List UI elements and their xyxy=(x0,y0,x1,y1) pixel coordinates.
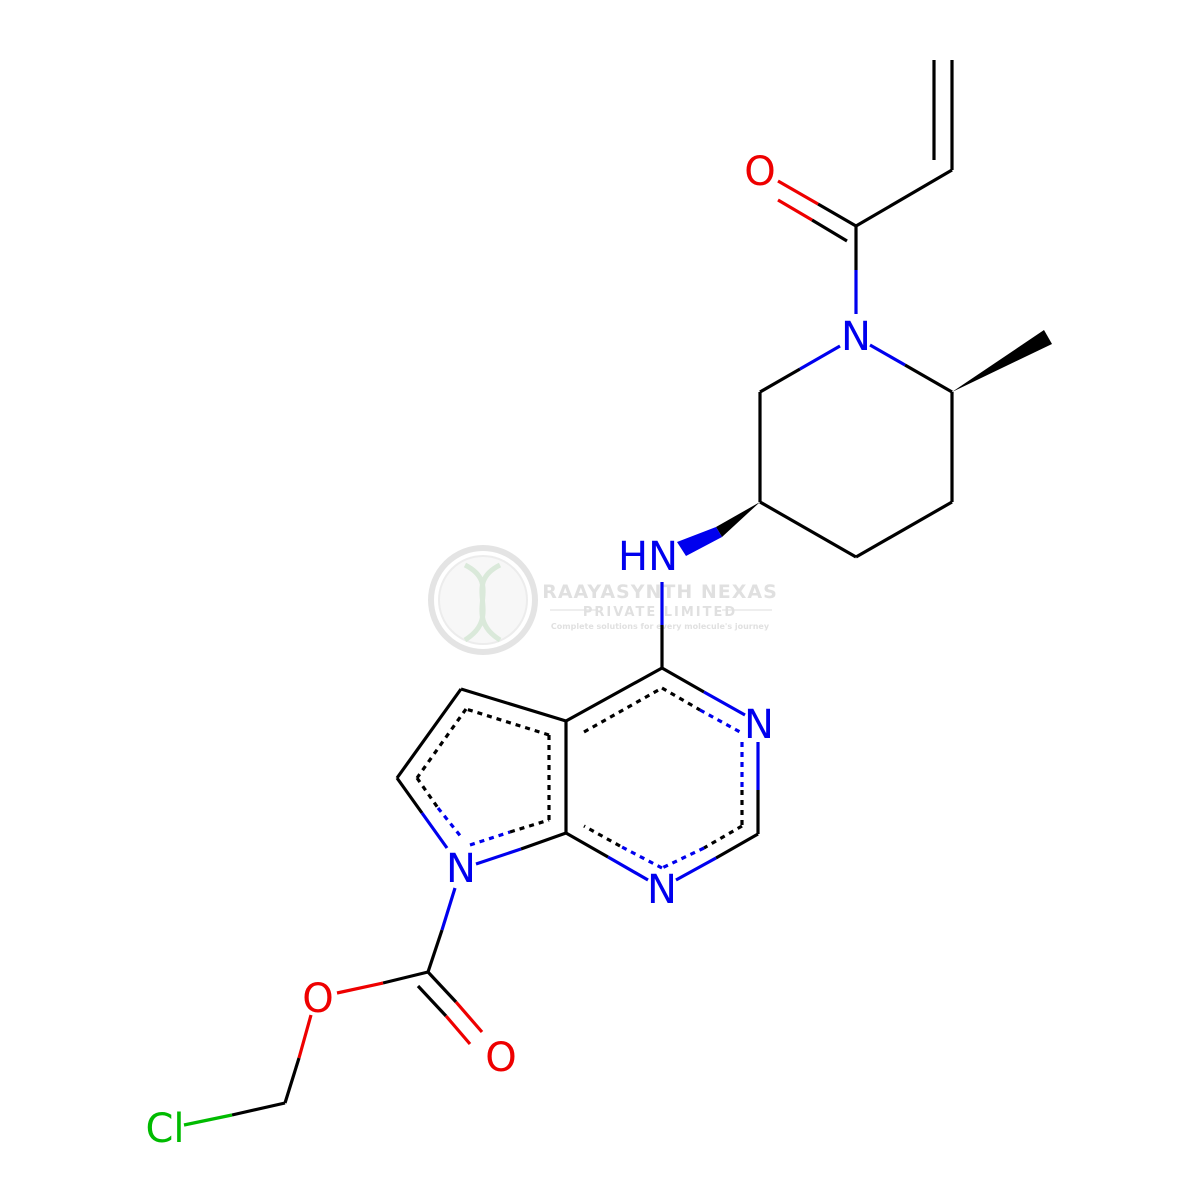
bond-carbonyl-o-b xyxy=(811,218,848,243)
bond-c5-c6 xyxy=(395,688,463,779)
bond-co-double-b-red xyxy=(444,1014,472,1046)
bond-c2-n1-blue xyxy=(675,856,717,882)
bond-ch2-cl-green xyxy=(183,1113,233,1127)
bond-c6-n7-black xyxy=(395,777,424,814)
atom-o-ester: O xyxy=(302,976,333,1022)
dna-helix-icon xyxy=(463,562,502,643)
bond-c4-c5 xyxy=(759,500,857,559)
bond-carbonyl-oester-red xyxy=(336,981,384,995)
bond-co-double-a-black xyxy=(426,970,458,1004)
acryloyl-group xyxy=(777,60,954,314)
bond-c4a-c4 xyxy=(565,666,663,723)
bond-co-double-b-black xyxy=(416,984,448,1018)
bond-oester-ch2-black xyxy=(283,1057,301,1104)
bond-c4a-c5 xyxy=(460,687,567,723)
bond-n7-carbonyl-blue xyxy=(440,887,457,931)
aromatic-n7-c7a-blue xyxy=(469,830,511,847)
bond-n1-c7a-blue xyxy=(607,855,649,882)
bond-oester-ch2-red xyxy=(297,1014,313,1059)
aromatic-c4-n3-black xyxy=(661,686,701,712)
aromatic-c4-n3-blue xyxy=(699,708,741,734)
aromatic-c5-c6 xyxy=(415,708,468,779)
bond-ch2-cl-black xyxy=(231,1101,286,1117)
bond-carbonyl-o-a xyxy=(817,202,857,228)
bond-n7-c7a-blue xyxy=(475,847,522,866)
chloromethyl-carbamate xyxy=(183,887,484,1127)
aromatic-c4a-c5 xyxy=(465,707,550,737)
watermark-tagline: Complete solutions for every molecule's … xyxy=(551,622,770,631)
aromatic-c2-n1-black xyxy=(703,824,743,850)
bond-c3-c4 xyxy=(855,500,953,559)
bond-c4-n3-black xyxy=(661,666,705,694)
watermark-title: RAAYASYNTH NEXAS xyxy=(542,581,778,603)
bond-carbonyl-oester-black xyxy=(382,970,429,985)
watermark: RAAYASYNTH NEXAS PRIVATE LIMITED Complet… xyxy=(428,545,778,655)
aromatic-c4a-c4 xyxy=(583,686,663,734)
aromatic-n1-c7a-black xyxy=(583,824,621,848)
atom-n-piperidine: N xyxy=(841,314,871,360)
atom-nh-amine: HN xyxy=(618,534,678,580)
bond-n-c2-blue xyxy=(869,343,906,367)
bond-n1-c7a-black xyxy=(565,831,609,859)
bond-c6-n-black xyxy=(759,367,801,394)
watermark-subtitle: PRIVATE LIMITED xyxy=(583,605,737,620)
aromatic-n1-c7a-blue xyxy=(619,844,663,870)
bond-carbonyl-o-b-red xyxy=(777,198,813,222)
atom-n-pyrimidine-bottom: N xyxy=(647,867,677,913)
bond-c6-n7-blue xyxy=(420,812,449,849)
atom-o-acryl: O xyxy=(744,149,775,195)
bond-n7-carbonyl-black xyxy=(426,929,444,973)
atom-o-carbonyl: O xyxy=(485,1035,516,1081)
aromatic-c2-n1-blue xyxy=(661,846,705,870)
atom-cl: Cl xyxy=(145,1106,184,1152)
wedge-amine-black xyxy=(716,502,760,537)
bond-vinyl-carbonyl xyxy=(855,168,953,228)
bond-c2-n1-black xyxy=(715,832,759,860)
atom-n-pyrimidine-top: N xyxy=(744,702,774,748)
bond-c6-n-blue xyxy=(799,344,841,371)
atom-n-pyrrole: N xyxy=(446,846,476,892)
aromatic-n7-c7a-black xyxy=(509,818,550,834)
piperidine-ring xyxy=(677,330,1052,559)
aromatic-c6-n7-blue xyxy=(436,807,464,839)
wedge-amine-blue xyxy=(677,527,722,556)
bond-carbonyl-o-a-red xyxy=(777,179,819,206)
pyrimidine-ring xyxy=(564,666,760,882)
bond-n-c2-black xyxy=(904,363,953,394)
watermark-logo-ring xyxy=(428,545,538,655)
pyrrole-ring xyxy=(395,687,567,866)
aromatic-c6-n7-black xyxy=(415,777,440,809)
bond-n7-c7a-black xyxy=(520,831,567,851)
bond-c4-n3-blue xyxy=(703,690,746,717)
bond-co-double-a-red xyxy=(454,1000,484,1034)
wedge-methyl xyxy=(952,330,1052,392)
